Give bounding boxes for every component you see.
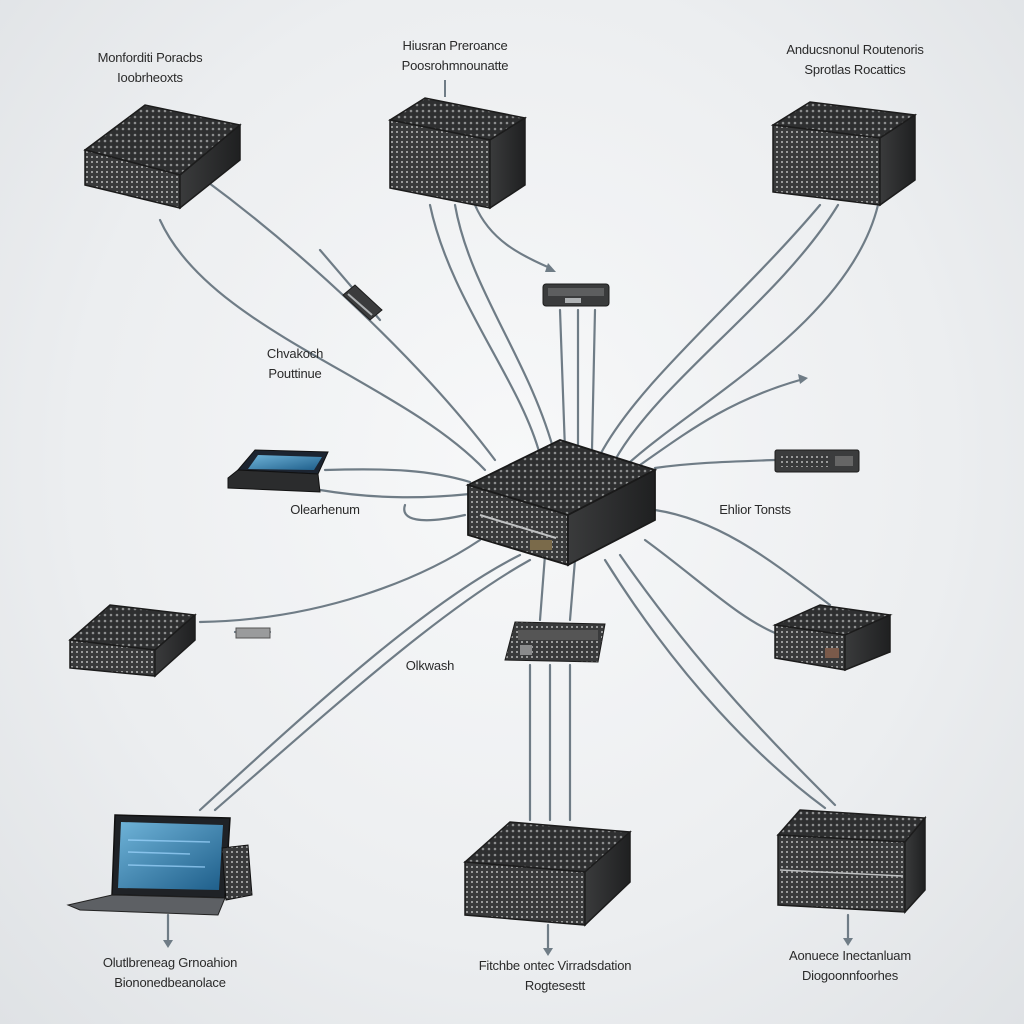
label-bottom-left-line2: Biononedbeanolace [114, 975, 226, 990]
cable [403, 503, 467, 522]
label-top-left: Monforditi Poracbs Ioobrheoxts [70, 48, 230, 88]
connector-icon [342, 284, 383, 321]
cable [213, 558, 532, 812]
arrow-head-icon [543, 948, 553, 956]
cable [598, 203, 822, 457]
server-device-icon [463, 821, 632, 927]
label-top-right: Anducsnonul Routenoris Sprotlas Rocattic… [770, 40, 940, 80]
cable [428, 203, 542, 457]
router-device-icon [504, 621, 606, 663]
label-left-device-line1: Olearhenum [290, 502, 360, 517]
connector-icon [542, 283, 610, 307]
cable [158, 218, 487, 472]
cable [618, 553, 837, 807]
label-bottom-right-line1: Aonuece Inectanluam [789, 948, 911, 963]
hub-device-icon [465, 439, 658, 567]
cable [653, 508, 832, 607]
cable [568, 558, 577, 622]
arrow-heads [163, 263, 853, 956]
label-top-right-line1: Anducsnonul Routenoris [786, 42, 924, 57]
cable [590, 308, 597, 452]
label-top-center: Hiusran Preroance Poosrohmnounatte [375, 36, 535, 76]
cable [323, 468, 472, 484]
label-bottom-left-line1: Olutlbreneag Grnoahion [102, 955, 238, 970]
server-device-icon [68, 604, 197, 678]
cable [318, 488, 472, 499]
arrow-head-icon [798, 374, 808, 384]
arrow-head-icon [163, 940, 173, 948]
tablet-icon [227, 449, 329, 493]
cable [198, 553, 522, 812]
label-top-left-line2: Ioobrheoxts [117, 70, 183, 85]
label-mid-left-line1: Chvakoch [266, 346, 324, 361]
label-bottom-center-line2: Rogtesestt [524, 978, 586, 993]
label-top-left-line1: Monforditi Poracbs [97, 50, 203, 65]
cable [653, 458, 777, 470]
label-right-device-line1: Ehlior Tonsts [719, 502, 791, 517]
arrow-head-icon [843, 938, 853, 946]
label-bottom-center-line1: Fitchbe ontec Virradsdation [478, 958, 632, 973]
label-bottom-center: Fitchbe ontec Virradsdation Rogtesestt [455, 956, 655, 996]
cable [538, 553, 547, 622]
cable [643, 538, 782, 637]
server-device-icon [388, 80, 527, 210]
label-left-device: Olearhenum [270, 500, 380, 520]
laptop-icon [66, 814, 253, 916]
cable [628, 203, 880, 464]
cable [203, 178, 497, 462]
label-center-below-line1: Olkwash [405, 658, 455, 673]
label-mid-left: Chvakoch Pouttinue [240, 344, 350, 384]
cable [603, 558, 827, 810]
arrow-head-icon [545, 263, 556, 272]
cable [613, 203, 840, 462]
server-device-icon [770, 101, 918, 207]
server-device-icon [83, 104, 242, 210]
label-bottom-right-line2: Diogoonnfoorhes [801, 968, 899, 983]
label-mid-left-line2: Pouttinue [268, 366, 322, 381]
router-device-icon [774, 449, 860, 473]
cable [453, 203, 557, 457]
label-top-center-line1: Hiusran Preroance [402, 38, 508, 53]
cable [198, 538, 482, 624]
label-bottom-right: Aonuece Inectanluam Diogoonnfoorhes [765, 946, 935, 986]
server-device-icon [772, 604, 893, 672]
cable [638, 378, 802, 467]
label-right-device: Ehlior Tonsts [700, 500, 810, 520]
connector-icon [235, 627, 271, 639]
label-top-right-line2: Sprotlas Rocattics [804, 62, 906, 77]
cable [558, 308, 567, 452]
server-device-icon [776, 809, 927, 914]
label-center-below: Olkwash [390, 656, 470, 676]
label-top-center-line2: Poosrohmnounatte [401, 58, 509, 73]
cables [158, 178, 880, 952]
label-bottom-left: Olutlbreneag Grnoahion Biononedbeanolace [75, 953, 265, 993]
cable [473, 203, 552, 270]
